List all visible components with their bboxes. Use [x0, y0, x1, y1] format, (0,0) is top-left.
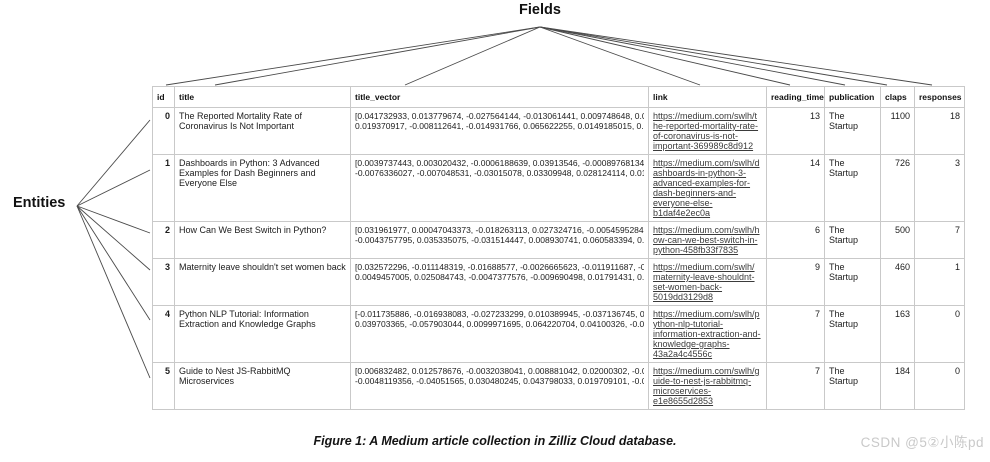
cell-reading-time: 6	[766, 221, 825, 259]
watermark: CSDN @5②小陈pd	[860, 435, 984, 450]
cell-publication: The Startup	[824, 305, 881, 363]
cell-title-vector: [-0.011735886, -0.016938083, -0.02723329…	[350, 305, 649, 363]
article-link[interactable]: https://medium.com/swlh/dashboards-in-py…	[653, 158, 760, 218]
col-header-id: id	[152, 86, 175, 108]
cell-publication: The Startup	[824, 221, 881, 259]
col-header-responses: responses	[914, 86, 965, 108]
article-link[interactable]: https://medium.com/swlh/python-nlp-tutor…	[653, 309, 761, 359]
vector-line: 0.039703365, -0.057903044, 0.0099971695,…	[355, 319, 644, 329]
cell-claps: 163	[880, 305, 915, 363]
col-header-title: title	[174, 86, 351, 108]
cell-title: The Reported Mortality Rate of Coronavir…	[174, 107, 351, 155]
vector-line: 0.0049457005, 0.025084743, -0.0047377576…	[355, 272, 644, 282]
cell-claps: 460	[880, 258, 915, 306]
cell-id: 3	[152, 258, 175, 306]
vector-line: -0.0043757795, 0.035335075, -0.031514447…	[355, 235, 644, 245]
cell-title: Guide to Nest JS-RabbitMQ Microservices	[174, 362, 351, 410]
cell-reading-time: 13	[766, 107, 825, 155]
fields-fan-lines	[165, 26, 933, 86]
article-link[interactable]: https://medium.com/swlh/maternity-leave-…	[653, 262, 755, 302]
cell-claps: 500	[880, 221, 915, 259]
col-header-publication: publication	[824, 86, 881, 108]
cell-reading-time: 9	[766, 258, 825, 306]
entities-label: Entities	[13, 195, 66, 211]
cell-reading-time: 7	[766, 362, 825, 410]
col-header-claps: claps	[880, 86, 915, 108]
cell-reading-time: 14	[766, 154, 825, 222]
vector-line: [0.006832482, 0.012578676, -0.0032038041…	[355, 366, 644, 376]
cell-title-vector: [0.031961977, 0.00047043373, -0.01826311…	[350, 221, 649, 259]
cell-claps: 726	[880, 154, 915, 222]
cell-claps: 1100	[880, 107, 915, 155]
cell-publication: The Startup	[824, 107, 881, 155]
col-header-link: link	[648, 86, 767, 108]
cell-responses: 18	[914, 107, 965, 155]
cell-link: https://medium.com/swlh/guide-to-nest-js…	[648, 362, 767, 410]
cell-reading-time: 7	[766, 305, 825, 363]
cell-link: https://medium.com/swlh/the-reported-mor…	[648, 107, 767, 155]
cell-responses: 1	[914, 258, 965, 306]
cell-title-vector: [0.032572296, -0.011148319, -0.01688577,…	[350, 258, 649, 306]
article-link[interactable]: https://medium.com/swlh/how-can-we-best-…	[653, 225, 760, 255]
article-link[interactable]: https://medium.com/swlh/guide-to-nest-js…	[653, 366, 760, 406]
cell-title: Maternity leave shouldn't set women back	[174, 258, 351, 306]
cell-responses: 7	[914, 221, 965, 259]
cell-title: Dashboards in Python: 3 Advanced Example…	[174, 154, 351, 222]
vector-line: 0.019370917, -0.008112641, -0.014931766,…	[355, 121, 644, 131]
vector-line: [-0.011735886, -0.016938083, -0.02723329…	[355, 309, 644, 319]
cell-id: 4	[152, 305, 175, 363]
cell-id: 0	[152, 107, 175, 155]
entities-fan-lines	[76, 119, 151, 379]
cell-id: 2	[152, 221, 175, 259]
cell-responses: 0	[914, 362, 965, 410]
cell-responses: 0	[914, 305, 965, 363]
cell-responses: 3	[914, 154, 965, 222]
cell-id: 1	[152, 154, 175, 222]
vector-line: -0.0048119356, -0.04051565, 0.030480245,…	[355, 376, 644, 386]
cell-publication: The Startup	[824, 258, 881, 306]
cell-title-vector: [0.041732933, 0.013779674, -0.027564144,…	[350, 107, 649, 155]
cell-link: https://medium.com/swlh/python-nlp-tutor…	[648, 305, 767, 363]
col-header-title_vector: title_vector	[350, 86, 649, 108]
cell-id: 5	[152, 362, 175, 410]
figure-caption: Figure 1: A Medium article collection in…	[313, 434, 677, 448]
cell-link: https://medium.com/swlh/how-can-we-best-…	[648, 221, 767, 259]
cell-link: https://medium.com/swlh/maternity-leave-…	[648, 258, 767, 306]
cell-claps: 184	[880, 362, 915, 410]
vector-line: [0.041732933, 0.013779674, -0.027564144,…	[355, 111, 644, 121]
cell-title-vector: [0.0039737443, 0.003020432, -0.000618863…	[350, 154, 649, 222]
cell-title-vector: [0.006832482, 0.012578676, -0.0032038041…	[350, 362, 649, 410]
cell-publication: The Startup	[824, 154, 881, 222]
vector-line: [0.032572296, -0.011148319, -0.01688577,…	[355, 262, 644, 272]
fields-label: Fields	[519, 2, 561, 18]
cell-link: https://medium.com/swlh/dashboards-in-py…	[648, 154, 767, 222]
cell-title: Python NLP Tutorial: Information Extract…	[174, 305, 351, 363]
cell-publication: The Startup	[824, 362, 881, 410]
article-link[interactable]: https://medium.com/swlh/the-reported-mor…	[653, 111, 759, 151]
cell-title: How Can We Best Switch in Python?	[174, 221, 351, 259]
vector-line: -0.0076336027, -0.007048531, -0.03015078…	[355, 168, 644, 178]
vector-line: [0.031961977, 0.00047043373, -0.01826311…	[355, 225, 644, 235]
vector-line: [0.0039737443, 0.003020432, -0.000618863…	[355, 158, 644, 168]
col-header-reading_time: reading_time	[766, 86, 825, 108]
